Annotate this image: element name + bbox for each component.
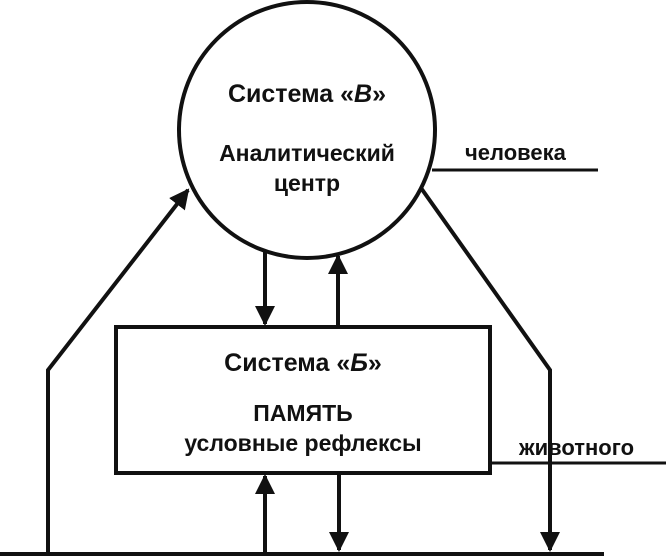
human-label: человека bbox=[465, 140, 566, 165]
memory-box bbox=[114, 325, 492, 475]
analytic-center-line2: центр bbox=[273, 170, 341, 196]
arrow-base-to-center-left bbox=[46, 188, 190, 552]
animal-label: животного bbox=[519, 435, 635, 460]
analytic-center-line1: Аналитический bbox=[219, 140, 395, 166]
memory-line1: ПАМЯТЬ bbox=[253, 400, 353, 426]
arrow-center-to-base-right bbox=[419, 186, 560, 552]
memory-title: Система «Б» bbox=[224, 349, 382, 377]
memory-title-letter: Б bbox=[350, 349, 368, 377]
analytic-center-title: Система «В» bbox=[227, 80, 387, 108]
analytic-center-title-letter: В bbox=[354, 80, 373, 108]
memory-line2: условные рефлексы bbox=[184, 430, 422, 456]
analytic-center-circle bbox=[177, 0, 437, 260]
